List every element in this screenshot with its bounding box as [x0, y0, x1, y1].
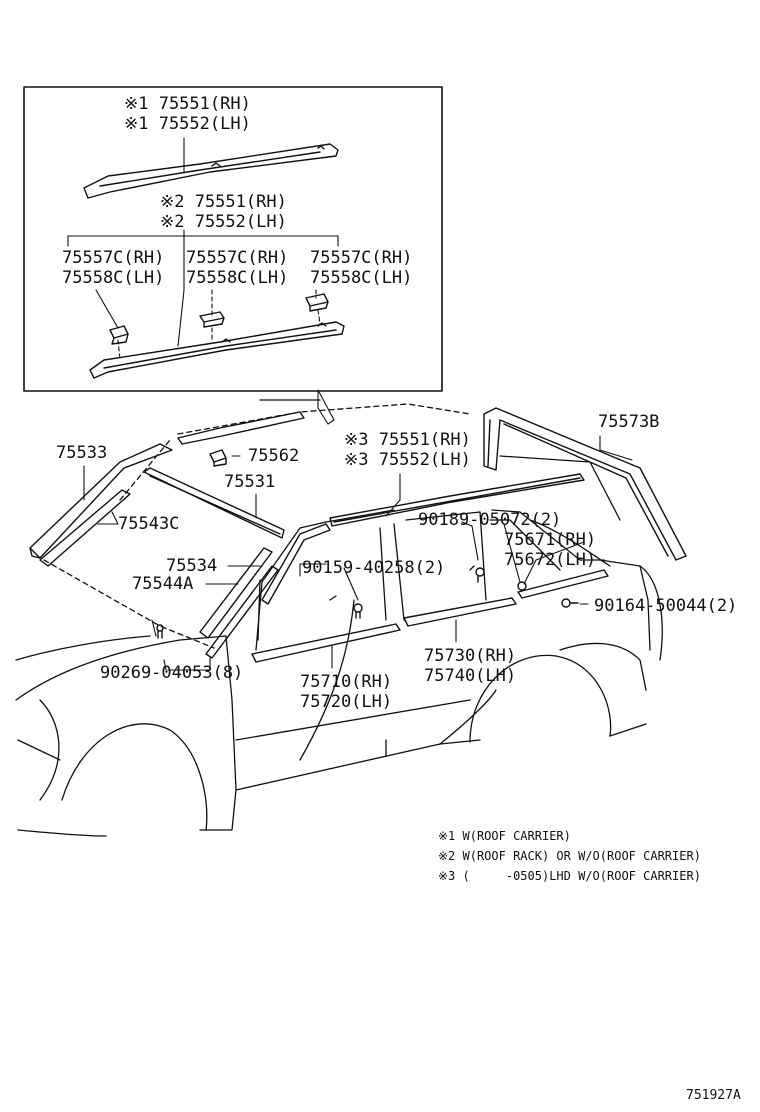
label-inset-mid-rh: ※2 75551(RH) [160, 192, 287, 212]
leader-lines [83, 389, 633, 671]
label-75531: 75531 [224, 472, 276, 492]
molding-75533-windshield-pillar [29, 443, 173, 559]
inset-roof-rail-top [83, 143, 339, 199]
label-75534: 75534 [166, 556, 218, 576]
label-roof-side-rh: ※3 75551(RH) [344, 430, 471, 450]
label-75671: 75671(RH) [504, 530, 597, 550]
molding-75531 [143, 467, 285, 539]
label-90269: 90269-04053(8) [100, 663, 244, 683]
footnote-3: ※3 ( -0505)LHD W/O(ROOF CARRIER) [438, 869, 701, 883]
vehicle-body [15, 399, 663, 837]
diagram-code: 751927A [686, 1088, 741, 1103]
inset-roof-rail-lower [89, 321, 345, 379]
label-75720: 75720(LH) [300, 692, 393, 712]
label-clip-left-rh: 75557C(RH) [62, 248, 165, 268]
label-inset-top-lh: ※1 75552(LH) [124, 114, 251, 134]
label-90164: 90164-50044(2) [594, 596, 738, 616]
label-clip-left-lh: 75558C(LH) [62, 268, 165, 288]
molding-roof-side-3 [329, 473, 585, 527]
footnote-1: ※1 W(ROOF CARRIER) [438, 829, 571, 843]
molding-75730-rear-door [403, 597, 517, 627]
molding-75671-quarter [517, 569, 609, 599]
label-75740: 75740(LH) [424, 666, 517, 686]
label-clip-center-rh: 75557C(RH) [186, 248, 289, 268]
label-clip-right-rh: 75557C(RH) [310, 248, 413, 268]
molding-75543c [39, 489, 131, 567]
label-75730: 75730(RH) [424, 646, 517, 666]
molding-75534-pillar [199, 547, 273, 639]
footnote-2: ※2 W(ROOF RACK) OR W/O(ROOF CARRIER) [438, 849, 701, 863]
label-75710: 75710(RH) [300, 672, 393, 692]
label-75544a: 75544A [132, 574, 194, 594]
molding-roof-front [177, 411, 305, 445]
label-roof-side-lh: ※3 75552(LH) [344, 450, 471, 470]
molding-75544a [205, 565, 279, 659]
molding-75573b-back-window [483, 407, 687, 561]
molding-front-pillar-upper [261, 523, 331, 605]
molding-75710-front-door [251, 623, 401, 663]
inset-clip-left [109, 325, 129, 345]
label-inset-top-rh: ※1 75551(RH) [124, 94, 251, 114]
inset-leaders [67, 137, 339, 361]
label-clip-center-lh: 75558C(LH) [186, 268, 289, 288]
inset-clip-right [305, 293, 329, 312]
label-75543c: 75543C [118, 514, 180, 534]
label-75672: 75672(LH) [504, 550, 597, 570]
label-90159: 90159-40258(2) [302, 558, 446, 578]
fastener-clips [156, 567, 579, 639]
label-90189: 90189-05072(2) [418, 510, 562, 530]
label-75533: 75533 [56, 443, 108, 463]
label-clip-right-lh: 75558C(LH) [310, 268, 413, 288]
inset-frame [23, 86, 443, 392]
molding-75562-clip [209, 449, 227, 467]
label-inset-mid-lh: ※2 75552(LH) [160, 212, 287, 232]
inset-clip-center [199, 311, 225, 328]
label-75562: 75562 [248, 446, 300, 466]
label-75573b: 75573B [598, 412, 660, 432]
